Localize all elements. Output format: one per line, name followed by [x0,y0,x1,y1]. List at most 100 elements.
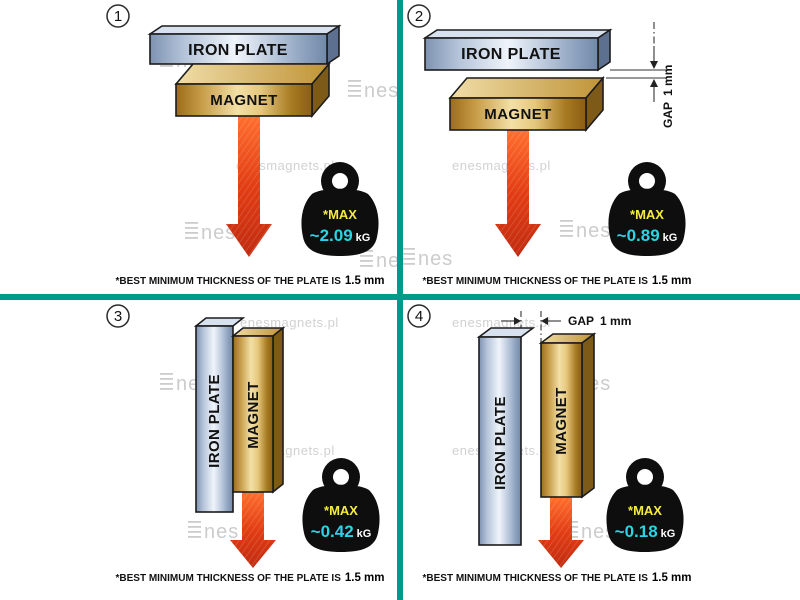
force-unit: kG [357,528,372,540]
arrow-texture [226,116,272,257]
enes-logo-watermark [560,220,612,242]
weight-body [302,484,380,552]
weight-handle-hole [639,173,655,189]
panel-number-badge: 4 [407,304,431,328]
caption: *BEST MINIMUM THICKNESS OF THE PLATE IS 1… [422,275,691,287]
pull-arrow-icon [226,116,272,257]
panel-2-diagram: 2 IRON PLATE MAGNET GAP 1 mm [402,4,692,287]
magnet-label: MAGNET [210,92,277,109]
gap-dimension: GAP 1 mm [606,22,675,128]
caption-text: *BEST MINIMUM THICKNESS OF THE PLATE IS [422,276,648,287]
caption-bold: 1.5 mm [345,275,385,287]
magnet-front-face [175,83,313,117]
enes-logo-watermark [360,250,400,272]
number-circle [106,304,130,328]
magnet: MAGNET [448,75,605,133]
magnet-label: MAGNET [553,387,570,454]
caption-text: *BEST MINIMUM THICKNESS OF THE PLATE IS [422,573,648,584]
caption-text: *BEST MINIMUM THICKNESS OF THE PLATE IS [115,276,341,287]
gap-label: GAP 1 mm [661,65,675,128]
magnet-top-face [448,77,605,99]
weight-handle-hole [637,469,653,485]
caption-bold: 1.5 mm [652,275,692,287]
gap-value: 1 mm [600,314,631,328]
plate-top-face [147,25,342,35]
magnet-front-face [449,97,587,131]
force-number: ~0.89 [617,226,660,245]
force-unit: kG [356,232,371,244]
dim-arrow-right-icon [514,317,521,325]
force-unit: kG [663,232,678,244]
number-circle [106,4,130,28]
arrow-texture [495,130,541,257]
panel-number: 2 [415,8,423,25]
pull-arrow-icon [495,130,541,257]
force-number: ~0.18 [615,522,658,541]
divider-horizontal [0,294,800,300]
weight-handle-hole [332,173,348,189]
arrow-texture [538,497,584,568]
panel-number: 3 [114,308,122,325]
dim-arrow-down-icon [650,61,658,69]
weight-body [301,188,379,256]
magnet: MAGNET [538,332,597,499]
iron-plate: IRON PLATE [147,24,342,66]
weight-body [606,484,684,552]
iron-plate-label: IRON PLATE [206,374,223,468]
max-label: *MAX [628,503,662,518]
divider-vertical [397,0,403,600]
panel-number-badge: 1 [106,4,130,28]
caption: *BEST MINIMUM THICKNESS OF THE PLATE IS 1… [115,275,384,287]
gap-value: 1 mm [661,65,675,96]
magnet-side-face [581,332,595,499]
panel-number: 4 [415,308,423,325]
max-label: *MAX [324,503,358,518]
iron-plate: IRON PLATE [193,317,246,513]
max-label: *MAX [630,207,664,222]
magnet: MAGNET [174,61,331,119]
force-unit: kG [661,528,676,540]
force-number: ~2.09 [310,226,353,245]
magnet-label: MAGNET [484,106,551,123]
site-watermark [452,158,551,173]
plate-front-face [478,336,522,546]
dim-arrow-up-icon [650,79,658,87]
plate-side-face [597,28,611,72]
plate-front-face [424,37,599,71]
panel-number-badge: 2 [407,4,431,28]
weight-body [608,188,686,256]
gap-word: GAP [661,102,675,128]
enes-logo-watermark [402,248,454,270]
enes-logo-watermark [348,80,400,102]
iron-plate-label: IRON PLATE [461,46,561,63]
caption-bold: 1.5 mm [345,572,385,584]
panel-number-badge: 3 [106,304,130,328]
magnet-front-face [232,335,274,493]
plate-front-face [149,33,328,65]
pull-arrow-icon [230,492,276,568]
dim-arrow-left-icon [541,317,548,325]
panel-number: 1 [114,8,122,25]
plate-top-face [422,29,613,39]
arrow-texture [230,492,276,568]
magnet: MAGNET [230,326,286,494]
magnet-top-face [174,63,331,85]
iron-plate-label: IRON PLATE [188,42,288,59]
pull-arrow-icon [538,497,584,568]
force-number: ~0.42 [311,522,354,541]
max-label: *MAX [323,207,357,222]
caption-text: *BEST MINIMUM THICKNESS OF THE PLATE IS [115,573,341,584]
magnet-side-face [272,326,284,494]
magnet-front-face [540,342,583,498]
